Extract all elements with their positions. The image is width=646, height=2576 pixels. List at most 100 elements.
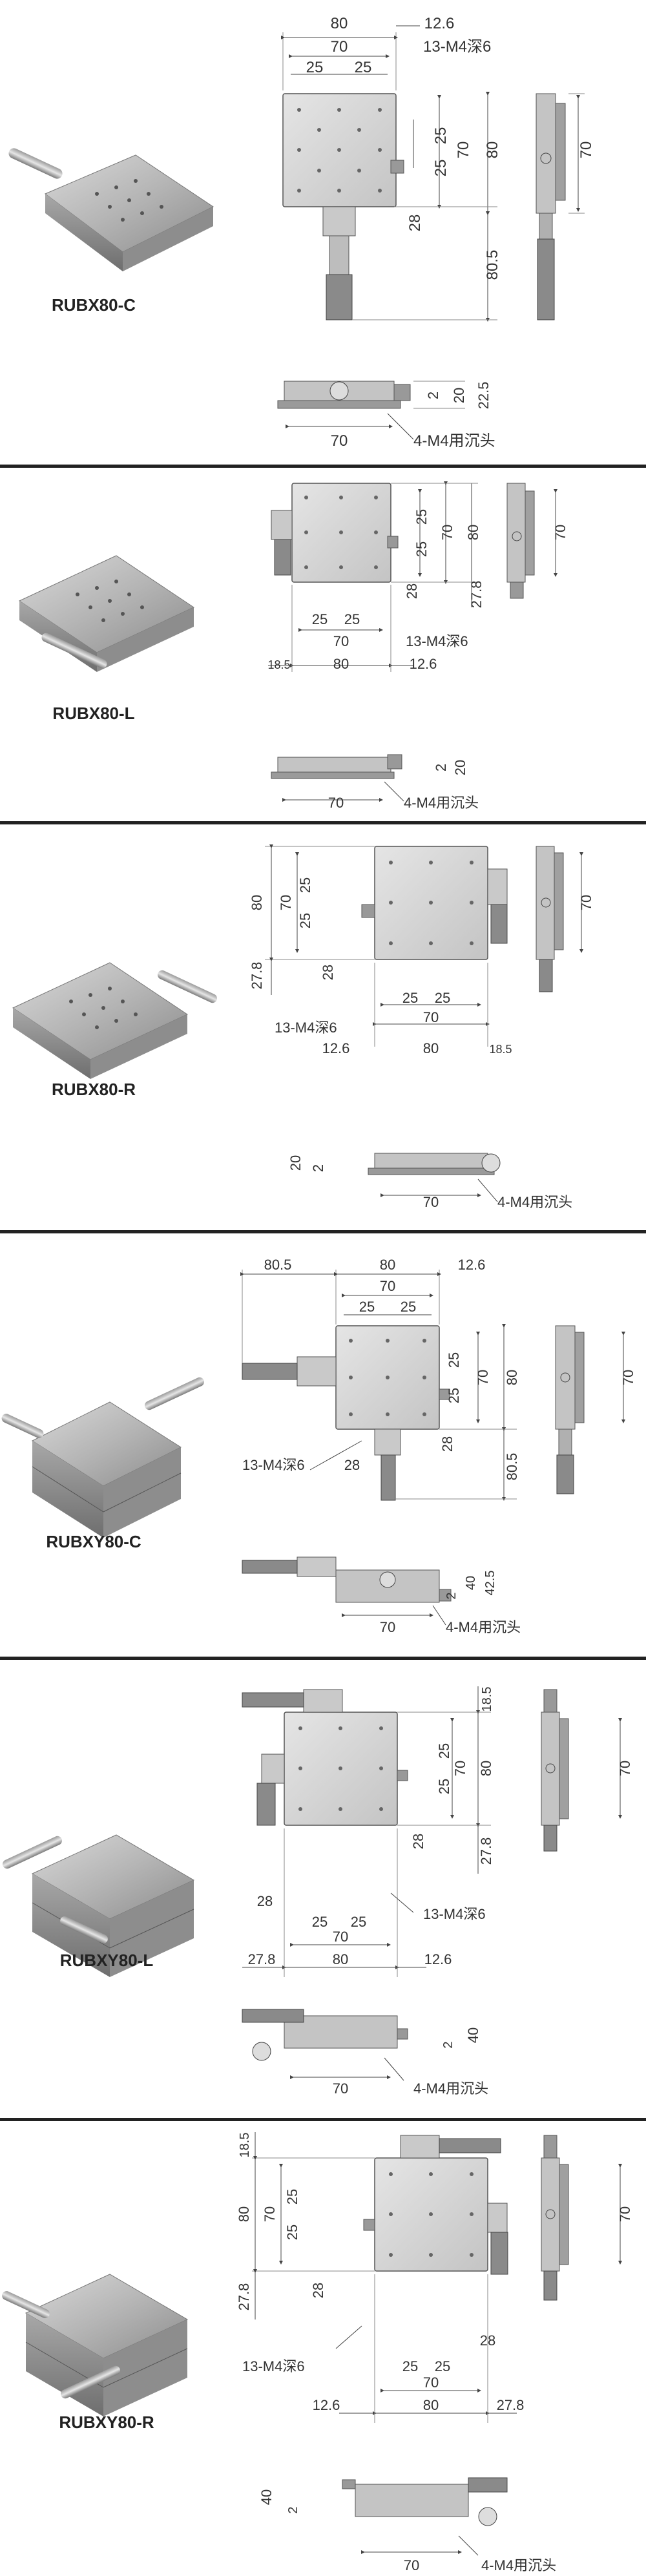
svg-text:28: 28 [480, 2332, 495, 2349]
svg-text:27.8: 27.8 [478, 1838, 494, 1865]
svg-text:80: 80 [484, 141, 501, 159]
svg-text:42.5: 42.5 [483, 1571, 497, 1596]
svg-text:80: 80 [423, 2397, 439, 2413]
svg-text:12.6: 12.6 [410, 656, 437, 672]
top-view-drawing [265, 844, 508, 1047]
svg-text:2: 2 [441, 2041, 455, 2048]
side-view-drawing: 70 [541, 1689, 633, 1852]
dimension-labels-mid: 25 25 70 80 28 80.5 [406, 127, 501, 280]
svg-text:4-M4用沉头: 4-M4用沉头 [404, 795, 479, 811]
svg-text:25: 25 [413, 541, 430, 557]
svg-text:2: 2 [444, 1592, 459, 1599]
product-photo-rubx80-c [8, 148, 214, 271]
svg-text:2: 2 [433, 764, 449, 771]
top-view-drawing [242, 1686, 491, 1977]
svg-text:25: 25 [432, 127, 450, 145]
svg-text:25: 25 [306, 59, 324, 76]
svg-text:80: 80 [478, 1761, 494, 1776]
svg-text:80: 80 [423, 1040, 439, 1056]
product-photo-rubxy80-c [1, 1377, 204, 1538]
svg-text:12.6: 12.6 [322, 1040, 350, 1056]
dimension-labels-top: 80.5 80 12.6 70 25 25 [264, 1257, 486, 1315]
svg-text:20: 20 [287, 1155, 304, 1171]
svg-text:25: 25 [413, 509, 430, 525]
svg-text:25: 25 [297, 877, 313, 893]
svg-text:80.5: 80.5 [504, 1453, 520, 1481]
svg-text:70: 70 [278, 895, 294, 910]
front-view-drawing: 2 20 70 4-M4用沉头 [271, 754, 479, 811]
svg-text:70: 70 [552, 525, 568, 540]
svg-text:2: 2 [310, 1164, 326, 1172]
product-photo-rubx80-r [12, 962, 217, 1079]
svg-text:70: 70 [333, 633, 349, 649]
svg-text:25: 25 [402, 990, 418, 1006]
svg-text:12.6: 12.6 [313, 2397, 340, 2413]
dimension-labels: 18.5 25 25 70 80 28 27.8 28 25 25 13-M4深… [248, 1687, 494, 1967]
svg-text:25: 25 [432, 160, 450, 177]
svg-text:18.5: 18.5 [267, 658, 290, 671]
svg-text:70: 70 [328, 795, 344, 811]
svg-text:80: 80 [331, 15, 348, 32]
svg-text:25: 25 [436, 1743, 452, 1759]
svg-text:70: 70 [380, 1278, 395, 1294]
svg-text:25: 25 [401, 1299, 416, 1315]
svg-text:13-M4深6: 13-M4深6 [423, 38, 491, 56]
svg-text:25: 25 [446, 1352, 462, 1368]
section-rubxy80-c: RUBXY80-C [1, 1257, 636, 1635]
svg-text:70: 70 [423, 1009, 439, 1025]
svg-text:27.8: 27.8 [468, 581, 484, 609]
svg-text:25: 25 [355, 59, 372, 76]
svg-text:70: 70 [578, 895, 594, 910]
dimension-labels-mid: 25 25 70 80 13-M4深6 28 28 80.5 [242, 1352, 520, 1481]
svg-text:70: 70 [333, 2080, 348, 2097]
top-view-drawing [240, 1270, 517, 1501]
svg-text:28: 28 [406, 215, 424, 232]
svg-text:70: 70 [475, 1370, 491, 1385]
section-rubxy80-l: RUBXY80-L [3, 1686, 633, 2097]
svg-text:13-M4深6: 13-M4深6 [406, 633, 468, 649]
svg-text:27.8: 27.8 [497, 2397, 525, 2413]
svg-text:70: 70 [423, 2374, 439, 2391]
front-view-drawing: 20 2 70 4-M4用沉头 [287, 1153, 572, 1210]
side-view-drawing: 70 [541, 2135, 633, 2301]
svg-text:70: 70 [452, 1761, 468, 1776]
svg-text:25: 25 [435, 2358, 450, 2374]
svg-text:4-M4用沉头: 4-M4用沉头 [413, 2080, 488, 2097]
svg-text:70: 70 [423, 1194, 439, 1210]
svg-text:25: 25 [359, 1299, 375, 1315]
section-rubx80-l: RUBX80-L 25 25 70 [18, 481, 568, 811]
svg-text:25: 25 [284, 2225, 300, 2240]
svg-text:80: 80 [333, 1951, 348, 1967]
svg-text:25: 25 [344, 611, 360, 627]
section-dividers [0, 465, 646, 2121]
product-photo-rubxy80-r [2, 2274, 189, 2416]
side-view-drawing: 70 [555, 1325, 636, 1494]
svg-text:13-M4深6: 13-M4深6 [275, 1020, 337, 1036]
dimension-labels: 25 25 70 80 27.8 28 13-M4深6 25 25 70 18.… [267, 509, 484, 672]
svg-text:80: 80 [504, 1370, 520, 1385]
svg-text:20: 20 [451, 388, 467, 403]
product-photo-rubxy80-l [3, 1834, 195, 1977]
svg-text:80: 80 [236, 2206, 252, 2222]
svg-text:25: 25 [435, 990, 450, 1006]
svg-text:18.5: 18.5 [489, 1043, 512, 1056]
svg-text:4-M4用沉头: 4-M4用沉头 [446, 1619, 521, 1635]
svg-text:12.6: 12.6 [424, 15, 455, 32]
svg-text:80: 80 [380, 1257, 395, 1273]
side-view-drawing: 70 [506, 483, 568, 599]
svg-text:70: 70 [380, 1619, 395, 1635]
svg-text:70: 70 [333, 1929, 348, 1945]
section-rubxy80-r: RUBXY80-R [2, 2132, 633, 2573]
svg-text:70: 70 [620, 1370, 636, 1385]
front-view-drawing: 2 40 42.5 70 4-M4用沉头 [242, 1556, 521, 1635]
svg-text:25: 25 [402, 2358, 418, 2374]
svg-text:4-M4用沉头: 4-M4用沉头 [497, 1194, 572, 1210]
svg-text:2: 2 [425, 392, 441, 399]
product-photo-rubx80-l [18, 555, 195, 672]
svg-text:18.5: 18.5 [480, 1687, 494, 1712]
svg-text:28: 28 [404, 583, 420, 599]
model-label: RUBXY80-C [46, 1532, 141, 1551]
svg-text:12.6: 12.6 [458, 1257, 486, 1273]
dimension-labels: 80 70 25 25 27.8 28 13-M4深6 25 25 70 12.… [249, 877, 512, 1056]
svg-text:27.8: 27.8 [248, 1951, 276, 1967]
